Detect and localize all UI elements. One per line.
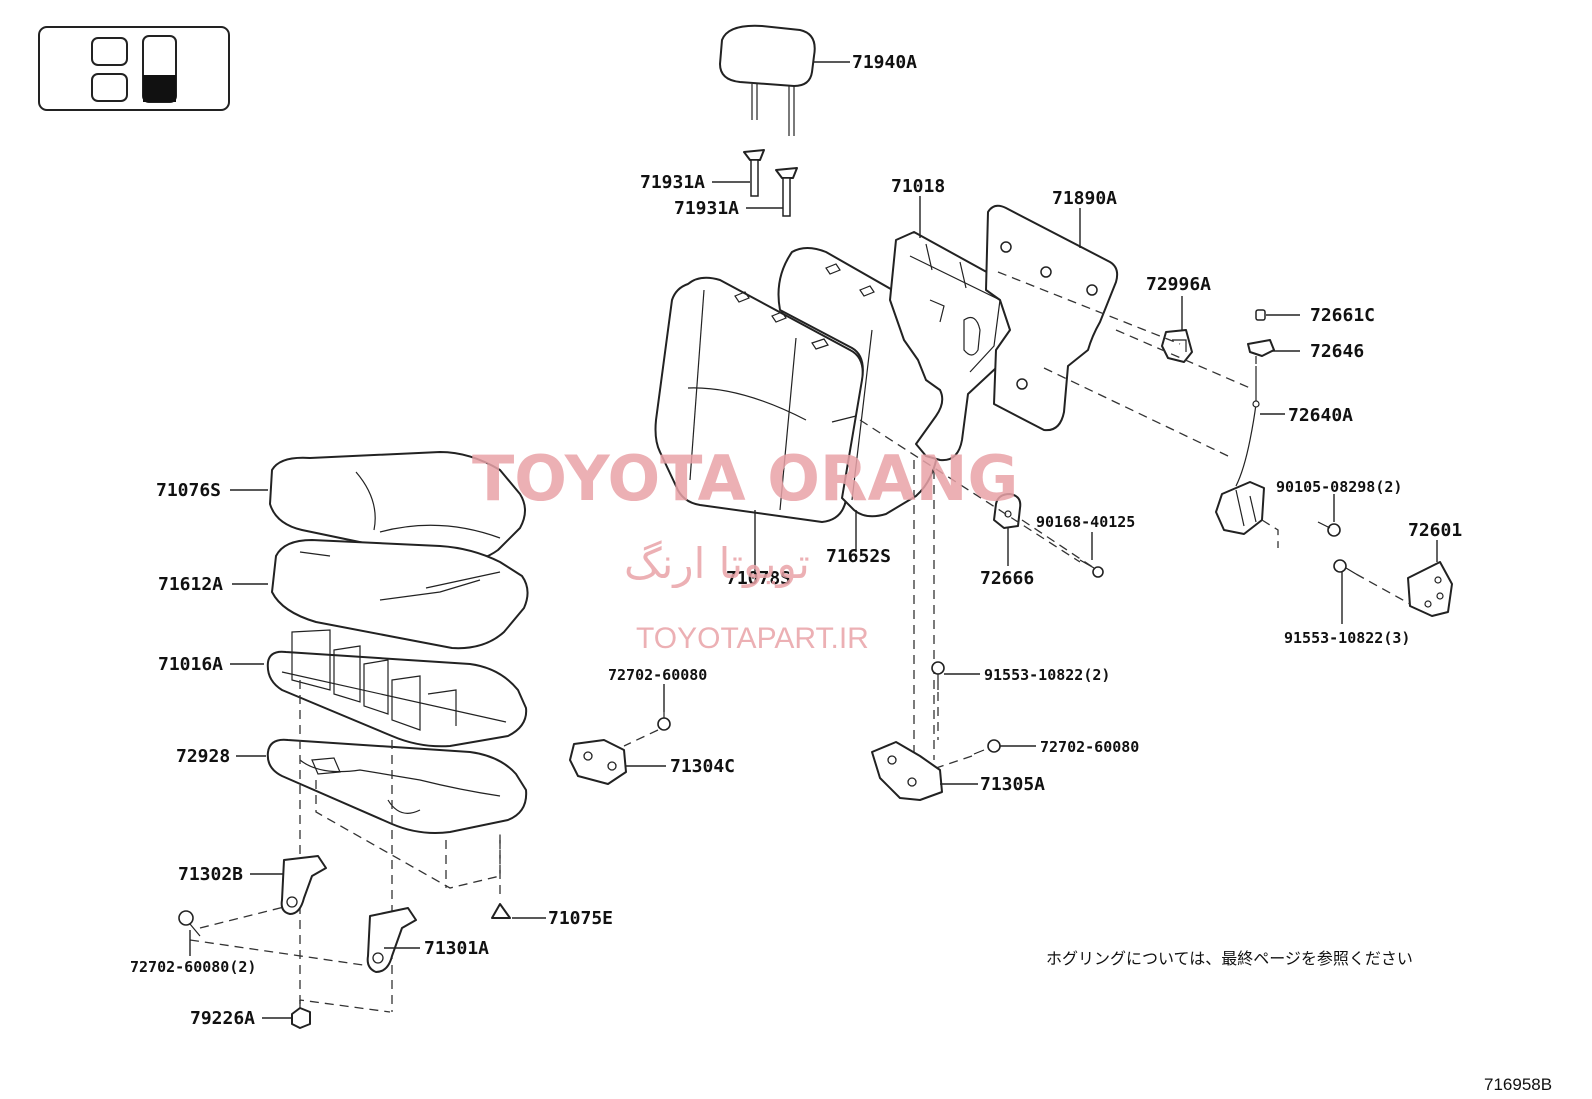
label-back-frame: 71018 [891, 176, 945, 197]
label-hinge-bracket-b: 71302B [178, 864, 243, 885]
label-bezel-72646: 72646 [1310, 341, 1364, 362]
seatback-cover-drawing [654, 276, 864, 523]
bolt-72702-b-drawing [657, 712, 671, 731]
label-headrest: 71940A [852, 52, 917, 73]
release-cable-drawing [1235, 366, 1260, 487]
bolt-91553-a-drawing [1333, 559, 1357, 575]
label-hinge-71305a: 71305A [980, 774, 1045, 795]
label-screw-90168: 90168-40125 [1036, 513, 1135, 531]
cushion-frame-drawing [266, 629, 528, 748]
cushion-pad-drawing [271, 539, 529, 650]
label-knob-72661c: 72661C [1310, 305, 1375, 326]
hinge-71305a-drawing [871, 741, 943, 801]
label-back-pad: 71652S [826, 546, 891, 567]
label-cushion-pad: 71612A [158, 574, 223, 595]
label-bolt-72702-b: 72702-60080 [608, 666, 707, 684]
label-lock-72601: 72601 [1408, 520, 1462, 541]
label-bolt-72702-a: 72702-60080(2) [130, 958, 256, 976]
release-bezel-drawing [1247, 339, 1275, 364]
label-clip-71075e: 71075E [548, 908, 613, 929]
clip-71075e-drawing [491, 903, 511, 919]
label-back-cover: 71078S [726, 568, 791, 589]
label-cover-72996a: 72996A [1146, 274, 1211, 295]
label-back-board: 71890A [1052, 188, 1117, 209]
label-headrest-support-2: 71931A [674, 198, 739, 219]
watermark-brand: TOYOTA ORANG [472, 442, 1018, 515]
bolt-72702-c-drawing [973, 739, 1001, 755]
cushion-spring-drawing [266, 738, 528, 834]
cushion-cover-drawing [269, 451, 526, 563]
nut-79226a-drawing [291, 1000, 311, 1029]
label-bolt-72702-c: 72702-60080 [1040, 738, 1139, 756]
headrest-support-drawing [743, 149, 798, 217]
label-screw-90105: 90105-08298(2) [1276, 478, 1402, 496]
bolt-72702-a-drawing [178, 910, 201, 937]
label-hinge-bracket-a: 71301A [424, 938, 489, 959]
seat-cover-clip-drawing [1161, 329, 1193, 363]
hog-ring-note: ホグリングについては、最終ページを参照ください [1046, 949, 1413, 968]
striker-72601-drawing [1407, 561, 1453, 617]
back-board-drawing [985, 204, 1119, 432]
label-cover-72666: 72666 [980, 568, 1034, 589]
label-headrest-support-1: 71931A [640, 172, 705, 193]
screw-90168-drawing [1079, 559, 1104, 578]
hinge-71304c-drawing [569, 739, 627, 785]
watermark-persian: تویوتا ارنگ [624, 539, 810, 588]
watermark-url: TOYOTAPART.IR [636, 622, 869, 655]
seat-lock-drawing [1215, 481, 1265, 535]
label-spring: 72928 [176, 746, 230, 767]
label-hinge-71304c: 71304C [670, 756, 735, 777]
hinge-bracket-71301a-drawing [366, 907, 417, 973]
label-nut-79226a: 79226A [190, 1008, 255, 1029]
label-bolt-91553-b: 91553-10822(2) [984, 666, 1110, 684]
label-cable-72640a: 72640A [1288, 405, 1353, 426]
label-cushion-cover: 71076S [156, 480, 221, 501]
figure-code: 716958B [1484, 1075, 1552, 1094]
seat-layout-icon [38, 26, 230, 111]
label-bolt-91553-a: 91553-10822(3) [1284, 629, 1410, 647]
label-cushion-frame: 71016A [158, 654, 223, 675]
headrest-drawing [719, 24, 816, 136]
bolt-91553-b-drawing [931, 661, 945, 690]
hinge-bracket-71302b-drawing [280, 855, 327, 915]
release-knob-drawing [1255, 309, 1266, 321]
screw-90105-drawing [1317, 521, 1341, 537]
